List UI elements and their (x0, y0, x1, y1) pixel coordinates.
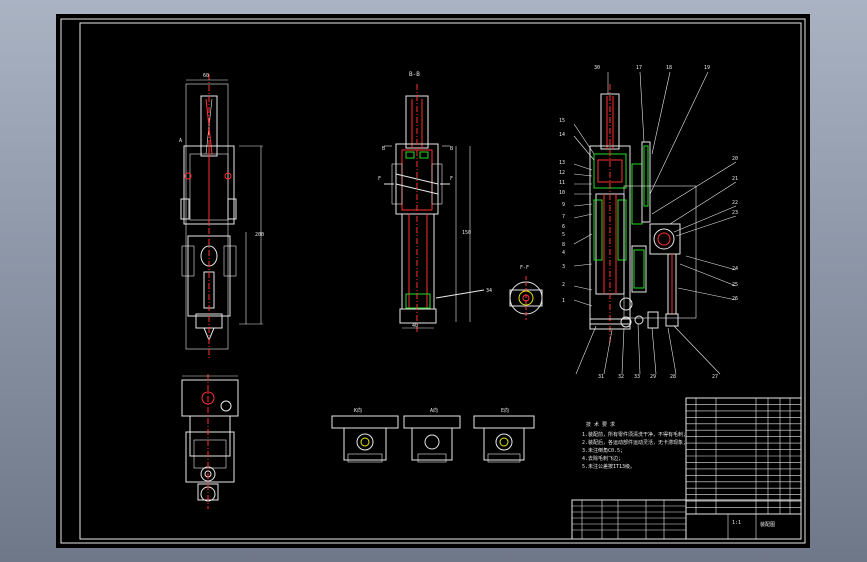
balloon-13: 13 (559, 160, 565, 166)
balloon-22: 22 (732, 200, 738, 206)
balloon-1: 1 (562, 298, 565, 304)
top-view (181, 374, 239, 509)
balloon-32: 32 (618, 374, 624, 380)
inner-frame (79, 22, 802, 540)
technical-requirements: 技 术 要 求 1.装配前，所有零件须清洗干净，不得有毛刺； 2.装配后，各运动… (582, 421, 688, 470)
assembly-view: 30 17 18 19 15 14 13 12 11 10 9 8 7 6 5 … (559, 65, 738, 380)
cut-label-a: A (179, 138, 182, 144)
cad-drawing: 200 60 A B-B F F B B 150 (60, 18, 806, 544)
balloon-23: 23 (732, 210, 738, 216)
scale-value: 1:1 (732, 520, 741, 526)
balloon-3: 3 (562, 264, 565, 270)
tech-note-4: 4.去除毛刺飞边； (582, 455, 623, 462)
balloon-10: 10 (559, 190, 565, 196)
section-ff-view: F-F (509, 265, 543, 320)
svg-text:34: 34 (486, 288, 492, 294)
view-k: K向 (331, 407, 399, 463)
cut-label-f-left: F (378, 176, 381, 182)
svg-text:40: 40 (412, 323, 418, 329)
tech-note-1: 1.装配前，所有零件须清洗干净，不得有毛刺； (582, 431, 688, 438)
view-e-label: E向 (501, 407, 509, 414)
view-k-label: K向 (354, 407, 362, 414)
parts-list (685, 397, 802, 515)
section-bb-label: B-B (409, 71, 420, 78)
tech-notes-title: 技 术 要 求 (586, 421, 615, 428)
balloon-8: 8 (562, 242, 565, 248)
balloon-6: 6 (562, 224, 565, 230)
balloon-7: 7 (562, 214, 565, 220)
drawing-name: 装配图 (760, 521, 775, 528)
tech-note-2: 2.装配后，各运动部件运动灵活，无卡滞现象； (582, 439, 688, 446)
svg-text:200: 200 (255, 232, 264, 238)
section-ff-label: F-F (520, 265, 529, 271)
balloon-33: 33 (634, 374, 640, 380)
balloon-29: 29 (650, 374, 656, 380)
view-a-label: A向 (430, 407, 438, 414)
svg-text:B: B (382, 146, 385, 152)
balloon-12: 12 (559, 170, 565, 176)
balloon-21: 21 (732, 176, 738, 182)
balloon-15: 15 (559, 118, 565, 124)
svg-text:B: B (450, 146, 453, 152)
balloon-25: 25 (732, 282, 738, 288)
balloon-31: 31 (598, 374, 604, 380)
title-block: 1:1 装配图 (571, 499, 802, 540)
svg-text:F: F (450, 176, 453, 182)
outer-frame (60, 18, 806, 544)
balloon-24: 24 (732, 266, 738, 272)
tech-note-3: 3.未注倒角C0.5； (582, 447, 625, 454)
balloon-11: 11 (559, 180, 565, 186)
balloon-5: 5 (562, 232, 565, 238)
balloon-26: 26 (732, 296, 738, 302)
view-e: E向 (473, 407, 535, 463)
section-bb-view: B-B F F B B 150 40 34 (378, 71, 492, 334)
balloon-19: 19 (704, 65, 710, 71)
svg-text:150: 150 (462, 230, 471, 236)
view-a: A向 (403, 407, 461, 463)
balloon-18: 18 (666, 65, 672, 71)
drawing-sheet: 200 60 A B-B F F B B 150 (56, 14, 810, 548)
balloon-27: 27 (712, 374, 718, 380)
tech-note-5: 5.未注公差按IT13级。 (582, 463, 635, 470)
balloon-17: 17 (636, 65, 642, 71)
balloon-4: 4 (562, 250, 565, 256)
balloon-9: 9 (562, 202, 565, 208)
balloon-14: 14 (559, 132, 565, 138)
balloon-20: 20 (732, 156, 738, 162)
balloon-28: 28 (670, 374, 676, 380)
balloon-2: 2 (562, 282, 565, 288)
svg-text:60: 60 (203, 73, 209, 79)
balloon-30: 30 (594, 65, 600, 71)
front-view: 200 60 A (179, 73, 264, 359)
